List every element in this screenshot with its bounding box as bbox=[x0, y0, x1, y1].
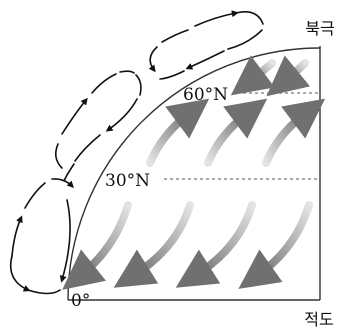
cell-segment bbox=[227, 29, 263, 50]
hemisphere-quadrant bbox=[67, 46, 321, 301]
latitude-lines bbox=[164, 92, 320, 180]
cell-segment bbox=[235, 11, 264, 25]
surface-wind-arrows bbox=[62, 55, 326, 290]
latitude-60-label: 60°N bbox=[183, 85, 228, 105]
polar-cell bbox=[148, 10, 264, 80]
wind-arrow bbox=[266, 55, 311, 97]
cell-segment bbox=[54, 143, 63, 169]
hadley-cell bbox=[9, 178, 74, 295]
cell-segment bbox=[135, 74, 142, 96]
cell-segment bbox=[185, 50, 225, 70]
cell-segment bbox=[51, 178, 74, 188]
cell-segment bbox=[161, 29, 189, 43]
cell-segment bbox=[27, 289, 61, 295]
wind-arrow bbox=[146, 98, 210, 167]
latitude-0-label: 0° bbox=[71, 291, 90, 311]
earth-surface-arc bbox=[67, 47, 321, 301]
equator-label: 적도 bbox=[304, 310, 333, 329]
wind-arrow bbox=[113, 201, 194, 288]
circulation-cells bbox=[9, 10, 264, 295]
cell-segment bbox=[105, 98, 138, 132]
cell-segment bbox=[61, 97, 88, 135]
cell-segment bbox=[59, 199, 71, 283]
cell-segment bbox=[24, 182, 46, 209]
wind-arrow bbox=[230, 55, 276, 96]
wind-arrow bbox=[204, 98, 268, 167]
ferrel-cell bbox=[54, 70, 142, 182]
cell-segment bbox=[91, 73, 117, 94]
cell-segment bbox=[63, 163, 75, 182]
wind-arrow bbox=[62, 201, 132, 290]
cell-segment bbox=[11, 215, 23, 257]
labels: 북극 적도 60°N 30°N 0° bbox=[71, 19, 335, 329]
cell-segment bbox=[148, 46, 158, 73]
cell-segment bbox=[9, 255, 31, 292]
cell-segment bbox=[159, 70, 185, 80]
latitude-30-label: 30°N bbox=[105, 171, 150, 191]
north-pole-label: 북극 bbox=[305, 19, 334, 38]
cell-segment bbox=[74, 134, 101, 162]
wind-arrow bbox=[262, 98, 326, 167]
cell-segment bbox=[119, 70, 135, 74]
wind-arrow bbox=[238, 201, 313, 289]
wind-arrow bbox=[175, 201, 256, 288]
cell-segment bbox=[194, 10, 239, 27]
